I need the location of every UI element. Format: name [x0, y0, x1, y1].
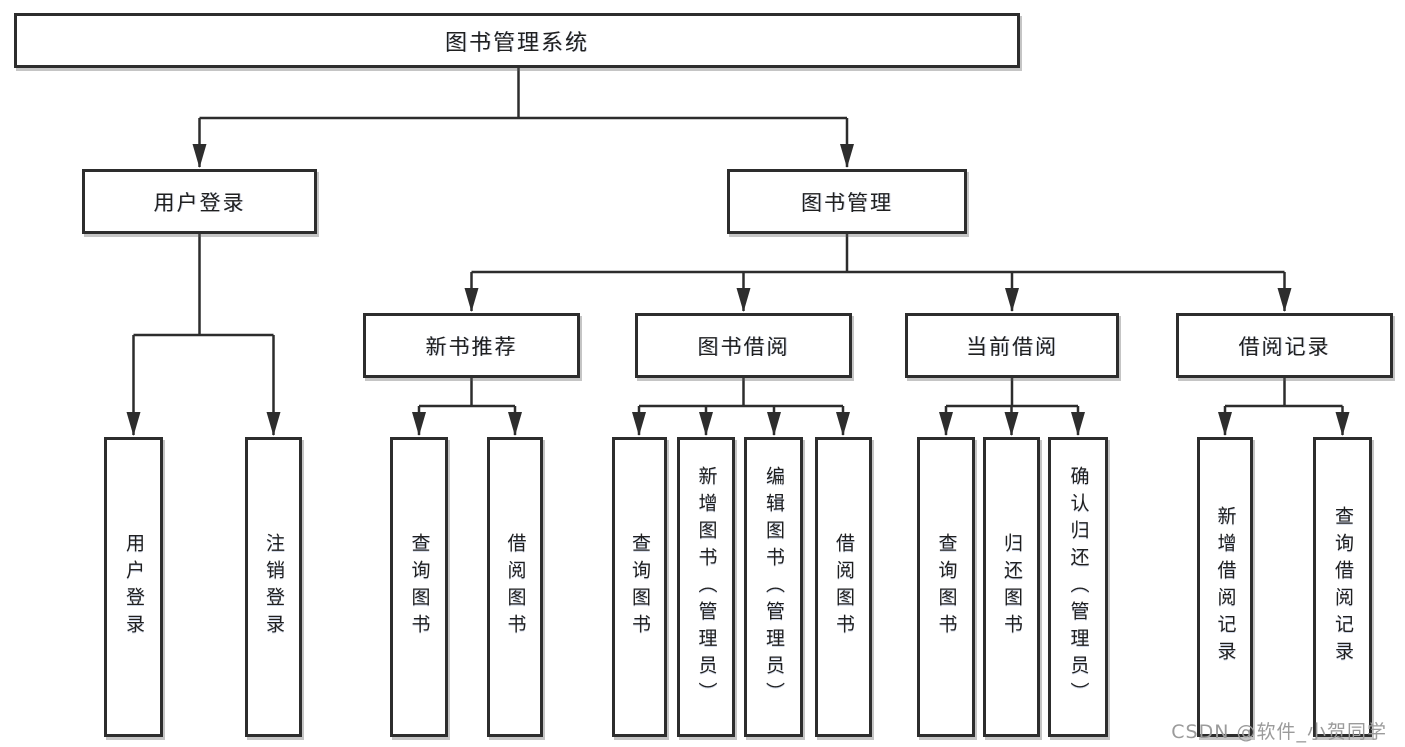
- node-user-login-label: 用户登录: [153, 190, 246, 215]
- node-library-management-system-label: 图书管理系统: [444, 30, 589, 56]
- leaf-user-login-label: 用户登录: [123, 533, 145, 641]
- node-user-login: 用户登录: [82, 169, 317, 234]
- leaf-edit-books-admin: 编辑图书（管理员）: [744, 437, 803, 737]
- leaf-logout: 注销登录: [245, 437, 302, 737]
- leaf-add-borrow-record-label: 新增借阅记录: [1214, 506, 1237, 668]
- leaf-return-books-label: 归还图书: [1001, 533, 1023, 641]
- leaf-recommend-query-books-label: 查询图书: [408, 533, 431, 641]
- leaf-borrow-query-books-label: 查询图书: [629, 533, 651, 641]
- leaf-query-borrow-record-label: 查询借阅记录: [1332, 506, 1354, 668]
- node-current-borrow-label: 当前借阅: [966, 334, 1058, 359]
- leaf-return-books: 归还图书: [983, 437, 1040, 737]
- leaf-recommend-query-books: 查询图书: [390, 437, 448, 737]
- leaf-edit-books-admin-label: 编辑图书（管理员）: [763, 465, 785, 709]
- leaf-borrow-books-label: 借阅图书: [833, 533, 855, 641]
- node-book-borrow: 图书借阅: [635, 313, 852, 378]
- node-current-borrow: 当前借阅: [905, 313, 1119, 378]
- leaf-query-borrow-record: 查询借阅记录: [1313, 437, 1372, 737]
- node-book-management: 图书管理: [727, 169, 967, 234]
- leaf-logout-label: 注销登录: [263, 533, 285, 641]
- leaf-borrow-books: 借阅图书: [815, 437, 872, 737]
- leaf-add-books-admin-label: 新增图书（管理员）: [695, 465, 718, 709]
- leaf-current-query-books: 查询图书: [917, 437, 975, 737]
- csdn-watermark: CSDN @软件_小贺同学: [1171, 721, 1387, 743]
- node-borrow-records-label: 借阅记录: [1238, 334, 1331, 359]
- leaf-add-borrow-record: 新增借阅记录: [1197, 437, 1253, 737]
- leaf-recommend-borrow-books: 借阅图书: [487, 437, 543, 737]
- leaf-current-query-books-label: 查询图书: [935, 533, 958, 641]
- node-library-management-system: 图书管理系统: [14, 13, 1020, 68]
- node-book-management-label: 图书管理: [801, 190, 893, 215]
- node-book-borrow-label: 图书借阅: [697, 334, 790, 359]
- leaf-add-books-admin: 新增图书（管理员）: [677, 437, 735, 737]
- leaf-confirm-return-admin: 确认归还（管理员）: [1048, 437, 1108, 737]
- leaf-borrow-query-books: 查询图书: [612, 437, 667, 737]
- node-borrow-records: 借阅记录: [1176, 313, 1393, 378]
- leaf-confirm-return-admin-label: 确认归还（管理员）: [1067, 465, 1090, 709]
- leaf-user-login: 用户登录: [104, 437, 163, 737]
- node-new-book-recommend: 新书推荐: [363, 313, 580, 378]
- node-new-book-recommend-label: 新书推荐: [425, 334, 518, 359]
- leaf-recommend-borrow-books-label: 借阅图书: [504, 533, 527, 641]
